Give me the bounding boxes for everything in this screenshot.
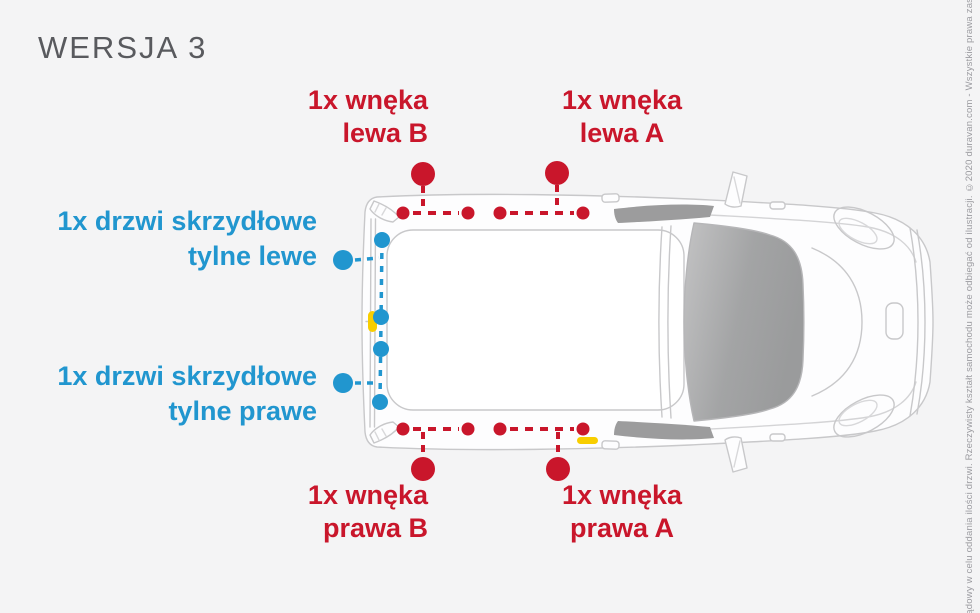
label-drzwi-tylne-lewe: 1x drzwi skrzydłowe tylne lewe bbox=[0, 204, 317, 274]
label-wneka-lewa-a: 1x wnęka lewa A bbox=[548, 84, 696, 150]
door-dot bbox=[374, 232, 390, 248]
mirror-bottom bbox=[724, 436, 748, 473]
windshield bbox=[683, 222, 805, 422]
label-line-name: prawa A bbox=[569, 513, 675, 543]
panel-dot bbox=[576, 206, 590, 220]
label-line-name: prawa B bbox=[322, 513, 428, 543]
page-title: WERSJA 3 bbox=[38, 30, 208, 65]
cab-bulkhead-line-2 bbox=[667, 225, 672, 419]
blue-markers bbox=[333, 232, 390, 410]
door-dot bbox=[373, 341, 389, 357]
panel-dot bbox=[576, 422, 590, 436]
marker-wneka-prawa-b bbox=[396, 422, 475, 481]
brand-emblem bbox=[885, 302, 904, 340]
fender-inner-line-bottom bbox=[691, 381, 917, 431]
door-handle-left-bottom bbox=[601, 440, 620, 450]
label-line-qty: 1x wnęka bbox=[561, 85, 683, 115]
taillight-bottom bbox=[369, 421, 400, 444]
door-dot bbox=[373, 309, 389, 325]
pin-dot bbox=[411, 162, 435, 186]
door-dot bbox=[372, 394, 388, 410]
cab-bulkhead-line bbox=[658, 226, 663, 418]
red-markers bbox=[396, 161, 590, 481]
door-handle-left-top bbox=[601, 193, 620, 203]
yellow-highlight-side-latch bbox=[577, 437, 598, 444]
copyright-footnote-text: *rzut poglądowy w celu oddania ilości dr… bbox=[963, 0, 975, 613]
pin-dot bbox=[411, 457, 435, 481]
mirror-top bbox=[724, 171, 748, 208]
side-window-top bbox=[614, 204, 714, 223]
rear-door-marker-column bbox=[372, 232, 390, 410]
pin-dot bbox=[546, 457, 570, 481]
hood-crease bbox=[811, 247, 863, 397]
panel-dot bbox=[493, 422, 507, 436]
label-line-qty: 1x wnęka bbox=[561, 480, 683, 510]
label-line-qty: 1x wnęka bbox=[307, 85, 428, 115]
marker-wneka-lewa-b bbox=[396, 162, 475, 220]
label-wneka-prawa-b: 1x wnęka prawa B bbox=[280, 479, 428, 545]
headlight-bottom bbox=[833, 394, 895, 438]
front-bumper bbox=[916, 229, 926, 415]
front-bumper-inner bbox=[909, 227, 919, 417]
label-line-name: lewa B bbox=[342, 118, 428, 148]
label-line-qty: 1x drzwi skrzydłowe bbox=[57, 361, 317, 391]
label-line-name: lewa A bbox=[579, 118, 665, 148]
cargo-roof bbox=[386, 229, 685, 411]
marker-wneka-prawa-a bbox=[493, 422, 590, 481]
copyright-footnote: *rzut poglądowy w celu oddania ilości dr… bbox=[959, 0, 979, 613]
marker-drzwi-tylne-prawe bbox=[333, 373, 379, 393]
marker-drzwi-tylne-lewe bbox=[333, 250, 380, 270]
van-top-view bbox=[361, 171, 934, 473]
headlight-top bbox=[833, 206, 895, 250]
door-handle-front-bottom bbox=[769, 433, 786, 442]
panel-dot bbox=[396, 422, 410, 436]
pin-dot bbox=[545, 161, 569, 185]
panel-dot bbox=[396, 206, 410, 220]
panel-dot bbox=[461, 422, 475, 436]
panel-dot bbox=[493, 206, 507, 220]
label-line-name: tylne lewe bbox=[187, 241, 317, 271]
label-line-qty: 1x wnęka bbox=[307, 480, 428, 510]
door-handle-front-top bbox=[769, 201, 786, 210]
taillight-top bbox=[369, 200, 400, 223]
side-window-bottom bbox=[614, 421, 714, 440]
fender-inner-line-top bbox=[691, 213, 917, 263]
label-line-name: tylne prawe bbox=[168, 396, 317, 426]
label-line-qty: 1x drzwi skrzydłowe bbox=[57, 206, 317, 236]
connector-horizontal bbox=[354, 256, 380, 262]
label-wneka-prawa-a: 1x wnęka prawa A bbox=[548, 479, 696, 545]
panel-dot bbox=[461, 206, 475, 220]
label-dot bbox=[333, 373, 353, 393]
label-drzwi-tylne-prawe: 1x drzwi skrzydłowe tylne prawe bbox=[0, 359, 317, 429]
label-dot bbox=[333, 250, 353, 270]
label-wneka-lewa-b: 1x wnęka lewa B bbox=[280, 84, 428, 150]
marker-wneka-lewa-a bbox=[493, 161, 590, 220]
